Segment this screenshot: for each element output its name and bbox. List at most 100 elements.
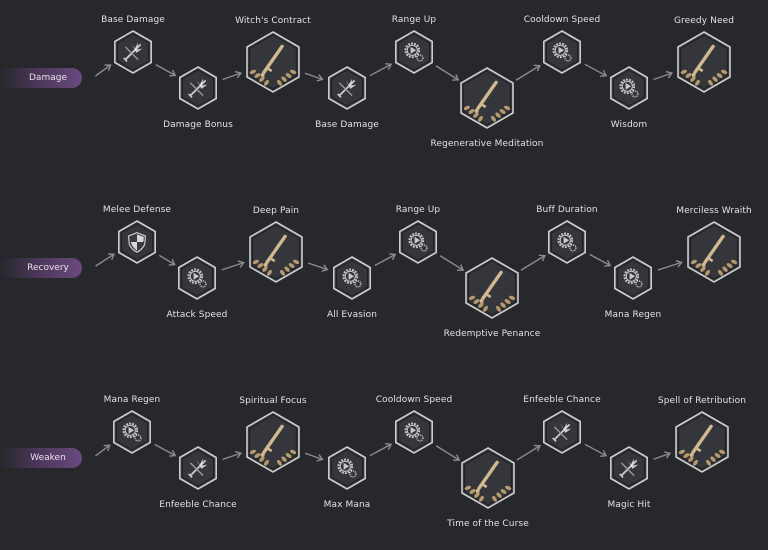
skill-node[interactable]: [537, 407, 587, 457]
arrow-head: [600, 450, 608, 458]
branch-tab[interactable]: Damage: [0, 68, 82, 88]
gear-play-icon: [610, 66, 648, 110]
skill-node[interactable]: [112, 217, 162, 267]
arrow-head: [389, 253, 397, 261]
branch-label: Recovery: [27, 263, 69, 273]
arrow-head: [169, 69, 177, 77]
dagger-laurel-icon: [246, 411, 300, 473]
arrow-line: [95, 64, 111, 77]
arrow-line: [369, 443, 392, 457]
skill-node-label: Wisdom: [610, 120, 648, 130]
skill-node[interactable]: [608, 253, 658, 303]
branch-tab[interactable]: Recovery: [0, 258, 82, 278]
skill-node-label: Melee Defense: [102, 205, 172, 215]
gear-play-icon: [614, 256, 652, 300]
skill-node[interactable]: [604, 63, 654, 113]
skill-node[interactable]: [239, 408, 307, 476]
arrow-head: [168, 258, 176, 266]
skill-node[interactable]: [389, 27, 439, 77]
skill-node-label: Merciless Wraith: [676, 206, 752, 216]
skill-node[interactable]: [453, 64, 521, 132]
gear-play-icon: [178, 256, 216, 300]
skill-node[interactable]: [537, 27, 587, 77]
arrow-head: [103, 444, 111, 452]
arrow-line: [653, 452, 671, 460]
skill-node-label: Greedy Need: [673, 16, 735, 26]
dagger-laurel-icon: [465, 257, 519, 319]
crossed-swords-icon: [610, 446, 648, 490]
arrow-head: [452, 74, 460, 81]
connector-arrows: [95, 442, 672, 462]
arrow-head: [533, 64, 541, 72]
skill-node[interactable]: [327, 253, 377, 303]
skill-node-label: Spell of Retribution: [657, 396, 747, 406]
arrow-line: [155, 63, 176, 77]
skill-node[interactable]: [242, 218, 310, 286]
arrow-line: [95, 444, 111, 457]
gear-play-icon: [395, 30, 433, 74]
arrow-head: [663, 451, 672, 459]
skill-node-label: Mana Regen: [103, 395, 161, 405]
skill-node[interactable]: [172, 253, 222, 303]
skill-node[interactable]: [389, 407, 439, 457]
arrow-head: [604, 259, 612, 267]
dagger-laurel-icon: [675, 411, 729, 473]
arrow-line: [304, 452, 323, 461]
dagger-laurel-icon: [460, 67, 514, 129]
skill-node-label: Cooldown Speed: [523, 15, 601, 25]
branch-tab[interactable]: Weaken: [0, 448, 82, 468]
arrow-line: [304, 72, 323, 81]
skill-node[interactable]: [604, 443, 654, 493]
arrow-line: [439, 255, 464, 271]
skill-node[interactable]: [239, 28, 307, 96]
skill-node[interactable]: [680, 218, 748, 286]
skill-node[interactable]: [668, 408, 736, 476]
skill-node[interactable]: [108, 27, 158, 77]
arrow-line: [154, 443, 176, 457]
arrow-head: [385, 442, 393, 450]
dagger-laurel-icon: [249, 221, 303, 283]
skill-node-label: Time of the Curse: [447, 519, 529, 529]
skill-node-label: All Evasion: [326, 310, 378, 320]
skill-node-label: Mana Regen: [604, 310, 662, 320]
skill-node[interactable]: [393, 217, 443, 267]
skill-node[interactable]: [173, 443, 223, 493]
connector-arrows: [95, 253, 683, 272]
gear-play-icon: [399, 220, 437, 264]
arrow-line: [95, 253, 115, 267]
gear-play-icon: [543, 30, 581, 74]
arrow-line: [307, 262, 328, 271]
crossed-swords-icon: [328, 66, 366, 110]
gear-play-icon: [113, 410, 151, 454]
arrow-line: [435, 445, 460, 461]
skill-node[interactable]: [670, 28, 738, 96]
arrow-head: [321, 264, 329, 272]
arrow-line: [520, 254, 546, 271]
skill-node[interactable]: [542, 217, 592, 267]
skill-node-label: Spiritual Focus: [239, 396, 307, 406]
arrow-head: [538, 254, 546, 262]
crossed-swords-icon: [543, 410, 581, 454]
gear-play-icon: [328, 446, 366, 490]
branch-label: Damage: [29, 73, 67, 83]
skill-node-label: Regenerative Meditation: [430, 139, 544, 149]
arrow-line: [374, 253, 396, 267]
arrow-line: [657, 261, 682, 271]
arrow-line: [369, 63, 392, 77]
skill-node[interactable]: [322, 443, 372, 493]
skill-node[interactable]: [454, 444, 522, 512]
arrow-line: [515, 64, 541, 81]
arrow-line: [584, 63, 607, 77]
dagger-laurel-icon: [677, 31, 731, 93]
arrow-line: [584, 443, 607, 457]
skill-node[interactable]: [107, 407, 157, 457]
skill-node[interactable]: [458, 254, 526, 322]
skill-node[interactable]: [173, 63, 223, 113]
arrow-head: [316, 74, 324, 82]
arrow-line: [435, 65, 459, 81]
arrow-head: [104, 64, 112, 71]
dagger-laurel-icon: [461, 447, 515, 509]
skill-node[interactable]: [322, 63, 372, 113]
